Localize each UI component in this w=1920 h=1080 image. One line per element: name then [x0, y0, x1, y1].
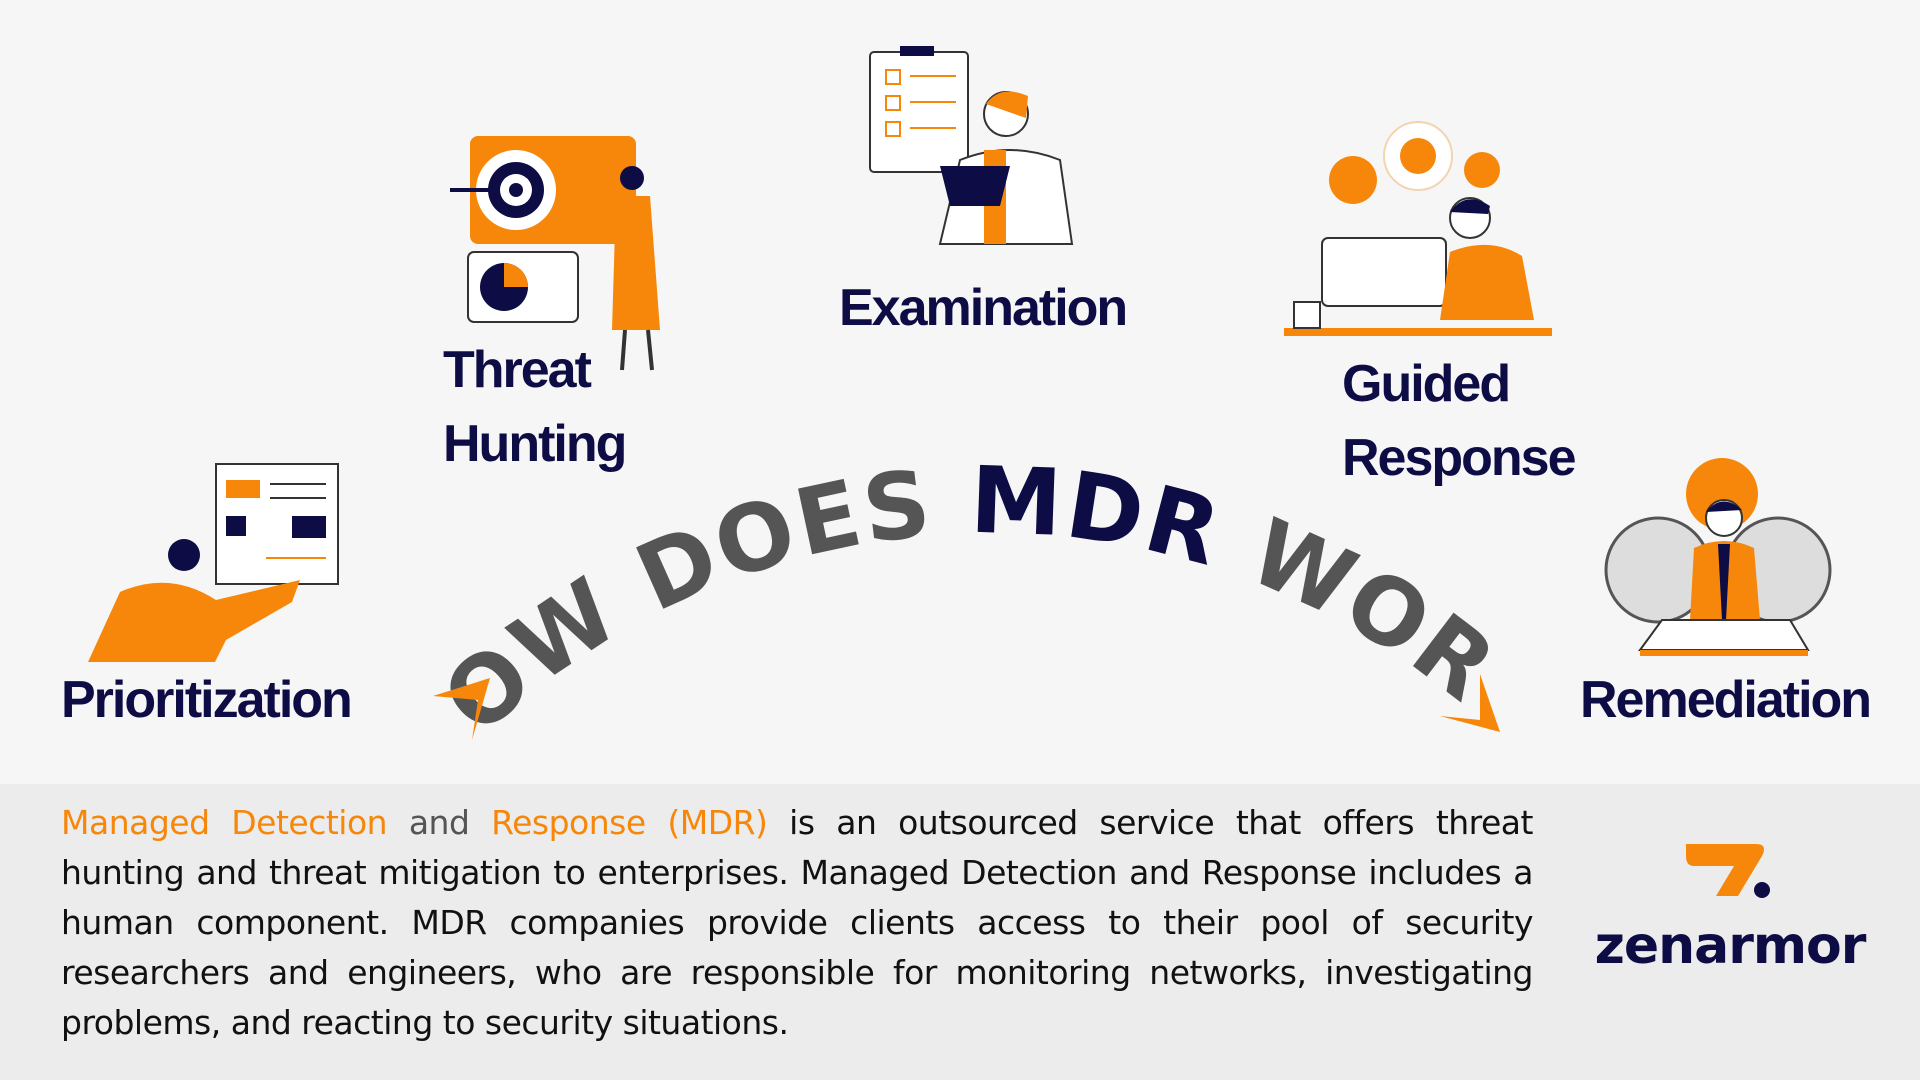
arrow-left-icon: [433, 678, 490, 740]
step-guided-response: Guided Response: [1342, 347, 1577, 495]
term-and: and: [408, 803, 470, 842]
step-prioritization: Prioritization: [61, 671, 353, 729]
step-examination: Examination: [839, 279, 1128, 337]
arrow-right-icon: [1440, 674, 1500, 732]
threat-hunting-illustration: [450, 136, 660, 371]
zenarmor-logo-text: zenarmor: [1594, 916, 1867, 976]
description-paragraph: Managed Detection and Response (MDR) is …: [61, 798, 1534, 1048]
remediation-illustration: [1604, 458, 1832, 656]
illustrations: HOW DOES MDR WORK?: [0, 0, 1832, 755]
step-remediation: Remediation: [1580, 671, 1872, 729]
step-threat-hunting-line2: Hunting: [443, 415, 627, 473]
zenarmor-logo: zenarmor: [1590, 840, 1870, 980]
prioritization-illustration: [88, 463, 339, 662]
guided-response-illustration: [1284, 121, 1552, 336]
zenarmor-logo-mark-icon: [1686, 844, 1770, 898]
description-band: [0, 784, 1920, 1080]
description-body: is an outsourced service that offers thr…: [61, 803, 1534, 1042]
examination-illustration: [869, 46, 1074, 245]
step-threat-hunting-line1: Threat: [443, 341, 592, 399]
term-response-mdr: Response (MDR): [491, 803, 768, 842]
step-threat-hunting: Threat Hunting: [443, 333, 627, 481]
term-managed-detection: Managed Detection: [61, 803, 388, 842]
step-guided-response-line2: Response: [1342, 429, 1577, 487]
step-guided-response-line1: Guided: [1342, 355, 1511, 413]
main-title: HOW DOES MDR WORK?: [0, 0, 1514, 755]
